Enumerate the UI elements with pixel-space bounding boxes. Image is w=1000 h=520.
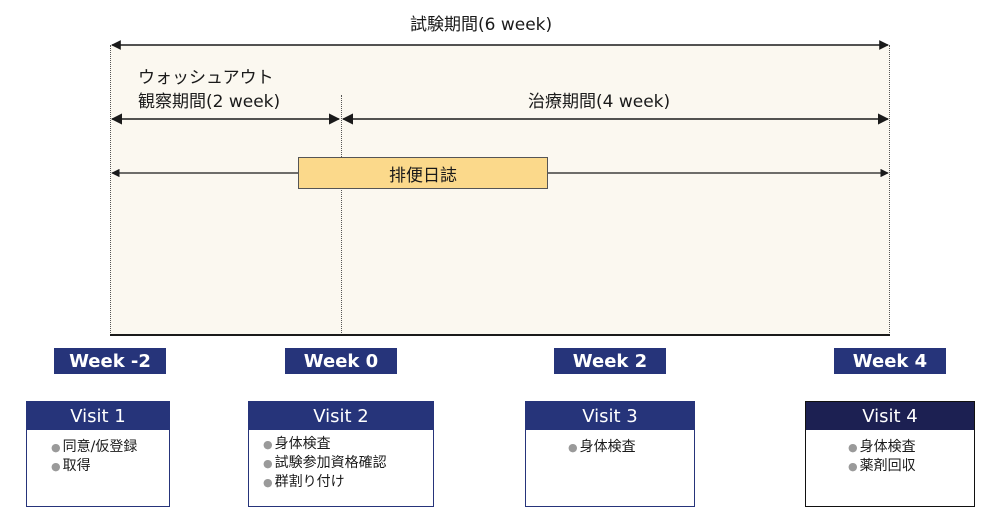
washout-label-line2: 観察期間(2 week) — [138, 92, 281, 112]
visit-card-1: Visit 1 ●同意/仮登録 ●取得 — [26, 401, 170, 507]
visit-item: ●取得 — [51, 458, 91, 474]
bullet-icon: ● — [51, 460, 61, 473]
bullet-icon: ● — [848, 441, 858, 454]
bullet-icon: ● — [263, 438, 273, 451]
guide-week-0 — [341, 95, 342, 335]
guide-week-4 — [889, 45, 890, 335]
week-label-4: Week 4 — [834, 348, 946, 374]
bullet-icon: ● — [848, 460, 858, 473]
visit-title: Visit 2 — [249, 402, 433, 430]
guide-week-minus2 — [110, 45, 111, 335]
bullet-icon: ● — [263, 476, 273, 489]
trial-period-label: 試験期間(6 week) — [410, 15, 553, 35]
bullet-icon: ● — [263, 457, 273, 470]
visit-item-list: ●身体検査 ●薬剤回収 — [806, 430, 974, 476]
week-label-2: Week 2 — [554, 348, 666, 374]
timeline-panel — [110, 45, 890, 335]
week-label-0: Week 0 — [285, 348, 397, 374]
visit-title: Visit 4 — [806, 402, 974, 430]
week-label-minus2: Week -2 — [54, 348, 166, 374]
visit-title: Visit 1 — [27, 402, 169, 430]
timeline-baseline — [110, 334, 890, 336]
visit-item: ●身体検査 — [568, 439, 636, 455]
diary-label: 排便日誌 — [389, 165, 457, 186]
visit-item-list: ●身体検査 ●試験参加資格確認 ●群割り付け — [249, 430, 433, 492]
bullet-icon: ● — [51, 441, 61, 454]
treatment-period-label: 治療期間(4 week) — [528, 92, 671, 112]
visit-card-3: Visit 3 ●身体検査 — [525, 401, 695, 507]
visit-item: ●同意/仮登録 — [51, 439, 138, 455]
visit-item: ●薬剤回収 — [848, 458, 916, 474]
visit-item-list: ●同意/仮登録 ●取得 — [27, 430, 169, 476]
visit-item: ●群割り付け — [263, 474, 345, 490]
visit-item: ●身体検査 — [848, 439, 916, 455]
visit-item-list: ●身体検査 — [526, 430, 694, 457]
visit-card-4: Visit 4 ●身体検査 ●薬剤回収 — [805, 401, 975, 507]
diary-box: 排便日誌 — [298, 157, 548, 189]
visit-item: ●身体検査 — [263, 436, 331, 452]
visit-title: Visit 3 — [526, 402, 694, 430]
bullet-icon: ● — [568, 441, 578, 454]
washout-label-line1: ウォッシュアウト — [138, 68, 274, 88]
visit-card-2: Visit 2 ●身体検査 ●試験参加資格確認 ●群割り付け — [248, 401, 434, 507]
visit-item: ●試験参加資格確認 — [263, 455, 387, 471]
